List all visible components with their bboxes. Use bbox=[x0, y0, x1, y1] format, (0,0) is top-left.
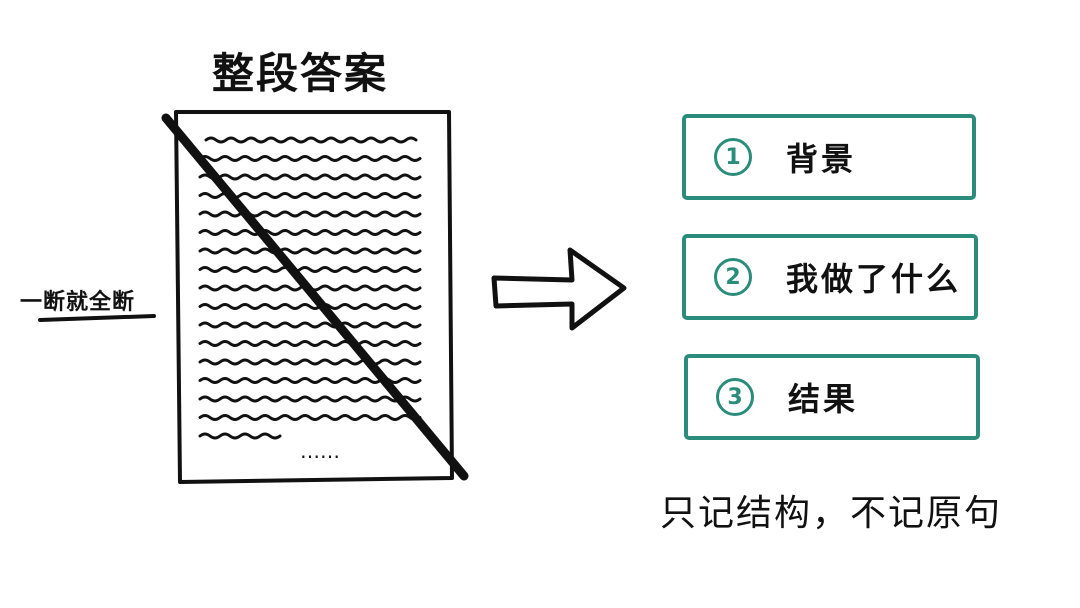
text-line-squiggle bbox=[198, 173, 422, 181]
step-number-badge: 1 bbox=[714, 138, 752, 176]
text-line-squiggle bbox=[198, 395, 422, 403]
right-arrow-icon bbox=[491, 247, 627, 331]
step-label: 我做了什么 bbox=[786, 260, 962, 298]
step-box-background: 1 背景 bbox=[682, 114, 976, 200]
text-line-squiggle bbox=[198, 266, 422, 273]
text-line-squiggle bbox=[198, 229, 422, 236]
summary-caption: 只记结构，不记原句 bbox=[660, 493, 1003, 534]
text-line-squiggle bbox=[198, 303, 422, 310]
step-box-what-i-did: 2 我做了什么 bbox=[682, 234, 978, 320]
text-line-squiggle bbox=[198, 358, 422, 366]
text-line-squiggle bbox=[198, 247, 422, 255]
side-note: 一断就全断 bbox=[20, 290, 136, 315]
step-number-badge: 3 bbox=[716, 378, 754, 416]
step-label: 背景 bbox=[786, 140, 857, 178]
document-ellipsis: …… bbox=[300, 439, 340, 463]
step-number-badge: 2 bbox=[714, 258, 752, 296]
step-label: 结果 bbox=[788, 380, 859, 418]
text-line-squiggle bbox=[204, 136, 418, 144]
strike-through-line bbox=[161, 113, 469, 481]
document-title: 整段答案 bbox=[211, 49, 388, 98]
text-line-squiggle bbox=[198, 210, 422, 218]
text-line-squiggle bbox=[198, 432, 282, 440]
text-line-squiggle bbox=[198, 340, 422, 347]
text-line-squiggle bbox=[198, 321, 422, 329]
text-line-squiggle bbox=[198, 414, 422, 421]
step-box-result: 3 结果 bbox=[684, 354, 980, 440]
text-line-squiggle bbox=[198, 155, 422, 162]
